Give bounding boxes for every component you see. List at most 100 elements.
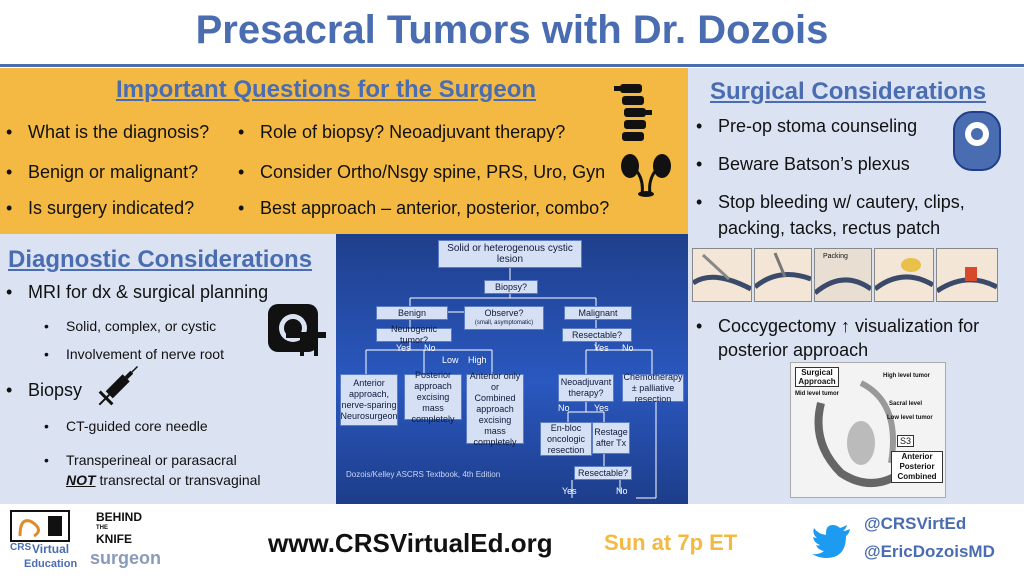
btk-line2: THE bbox=[96, 525, 108, 531]
figure-high-label: High level tumor bbox=[883, 373, 931, 379]
question-item: Is surgery indicated? bbox=[6, 198, 194, 219]
btk-line3: KNIFE bbox=[96, 532, 132, 546]
flow-combined-label: Combined approach excising mass complete… bbox=[473, 392, 517, 447]
flow-node-anterior: Anterior approach, nerve-sparing Neurosu… bbox=[340, 374, 398, 426]
flow-or-label: or bbox=[490, 381, 499, 392]
flow-node-neoadjuvant: Neoadjuvant therapy? bbox=[558, 374, 614, 402]
website-link[interactable]: www.CRSVirtualEd.org bbox=[268, 528, 553, 558]
flow-label-low: Low bbox=[442, 355, 459, 365]
flow-node-malignant: Malignant bbox=[564, 306, 632, 320]
flow-node-biopsy: Biopsy? bbox=[484, 280, 538, 294]
question-item: What is the diagnosis? bbox=[6, 122, 209, 143]
flow-node-restage: Restage after Tx bbox=[592, 422, 630, 454]
twitter-icon bbox=[812, 525, 850, 558]
surgical-approach-figure: Surgical Approach High level tumor Mid l… bbox=[790, 362, 946, 498]
question-item: Role of biopsy? Neoadjuvant therapy? bbox=[238, 122, 565, 143]
flow-node-enbloc: En-bloc oncologic resection bbox=[540, 422, 592, 456]
surgical-item: Pre-op stoma counseling bbox=[696, 116, 917, 137]
flow-node-resectable: Resectable? bbox=[562, 328, 632, 342]
flow-node-top: Solid or heterogenous cystic lesion bbox=[438, 240, 582, 268]
crs-logo-frame bbox=[10, 510, 70, 542]
surgical-heading: Surgical Considerations bbox=[710, 78, 987, 105]
surgeon-logo: surgeon bbox=[90, 548, 162, 568]
flow-anterior-only-label: Anterior only bbox=[469, 370, 521, 381]
flowchart-connectors bbox=[365, 268, 657, 499]
surgical-item-cont: posterior approach bbox=[718, 340, 869, 360]
figure-approach: Combined bbox=[897, 472, 937, 481]
surgical-item: Stop bleeding w/ cautery, clips, bbox=[696, 192, 965, 213]
flowchart-panel: Solid or heterogenous cystic lesion Biop… bbox=[336, 234, 688, 504]
spine-icon bbox=[614, 84, 652, 141]
figure-approaches: Anterior Posterior Combined bbox=[891, 451, 943, 483]
surgical-image bbox=[753, 248, 812, 302]
twitter-handle[interactable]: @EricDozoisMD bbox=[864, 542, 995, 561]
syringe-icon bbox=[98, 365, 139, 406]
crs-logo-line2: Virtual bbox=[32, 542, 70, 556]
flow-label-yes: Yes bbox=[396, 343, 411, 353]
behind-the-knife-logo: BEHIND THE KNIFE bbox=[96, 510, 143, 546]
figure-approach: Anterior bbox=[901, 452, 933, 461]
flow-label-no: No bbox=[616, 486, 628, 496]
flow-label-yes: Yes bbox=[594, 343, 609, 353]
question-item: Benign or malignant? bbox=[6, 162, 198, 183]
diagnostic-subitem: Solid, complex, or cystic bbox=[44, 318, 216, 334]
flow-label-yes: Yes bbox=[594, 403, 609, 413]
questions-panel: Important Questions for the Surgeon What… bbox=[0, 68, 688, 234]
flow-node-posterior: Posterior approach excising mass complet… bbox=[404, 370, 462, 424]
flow-label-no: No bbox=[622, 343, 634, 353]
flow-node-chemo: Chemotherapy ± palliative resection bbox=[622, 371, 684, 404]
not-emphasis: NOT bbox=[66, 472, 96, 488]
flow-node-benign: Benign bbox=[376, 306, 448, 320]
diagnostic-subitem: Involvement of nerve root bbox=[44, 346, 224, 362]
flow-label-high: High bbox=[468, 355, 487, 365]
surgical-image bbox=[691, 248, 753, 302]
questions-heading: Important Questions for the Surgeon bbox=[116, 76, 537, 103]
twitter-handle[interactable]: @CRSVirtEd bbox=[864, 514, 967, 533]
figure-low-label: Low level tumor bbox=[887, 415, 933, 421]
schedule-text: Sun at 7p ET bbox=[604, 530, 738, 555]
footer: CRS Virtual Education BEHIND THE KNIFE s… bbox=[0, 504, 1024, 576]
stoma-bag-icon bbox=[953, 111, 1001, 171]
surgical-panel: Surgical Considerations Pre-op stoma cou… bbox=[688, 68, 1024, 504]
packing-label: Packing bbox=[823, 253, 848, 260]
diagnostic-panel: Diagnostic Considerations MRI for dx & s… bbox=[0, 234, 336, 504]
figure-sacral-label: Sacral level bbox=[889, 401, 923, 407]
surgical-item: Beware Batson’s plexus bbox=[696, 154, 910, 175]
diagnostic-subitem-cont: NOT transrectal or transvaginal bbox=[66, 472, 261, 488]
diagnostic-subitem: Transperineal or parasacral bbox=[44, 452, 237, 468]
diagnostic-subitem: CT-guided core needle bbox=[44, 418, 208, 434]
flow-node-neurogenic: Neurogenic tumor? bbox=[376, 324, 452, 345]
flow-label-yes: Yes bbox=[562, 486, 577, 496]
flow-observe-label: Observe? bbox=[484, 308, 524, 318]
flow-node-resectable2: Resectable? bbox=[574, 466, 632, 480]
crs-logo: CRS Virtual Education bbox=[10, 510, 80, 572]
flow-anterior-label: Anterior approach, nerve-sparing bbox=[341, 378, 397, 410]
title-divider bbox=[0, 64, 1024, 67]
crs-logo-line3: Education bbox=[24, 558, 78, 570]
surgical-item: Coccygectomy ↑ visualization for bbox=[696, 316, 979, 337]
question-item: Best approach – anterior, posterior, com… bbox=[238, 198, 609, 219]
flowchart-credit: Dozois/Kelley ASCRS Textbook, 4th Editio… bbox=[346, 470, 501, 479]
figure-approach: Posterior bbox=[899, 462, 935, 471]
surgical-image bbox=[873, 248, 935, 302]
diagnostic-item: Biopsy bbox=[6, 380, 82, 401]
diagnostic-heading: Diagnostic Considerations bbox=[8, 246, 313, 273]
figure-label: Surgical Approach bbox=[795, 367, 839, 387]
surgical-image: Packing bbox=[813, 248, 873, 302]
btk-line1: BEHIND bbox=[96, 510, 143, 524]
kidneys-icon bbox=[621, 154, 671, 197]
surgical-image bbox=[935, 248, 999, 302]
flow-label-no: No bbox=[558, 403, 570, 413]
flow-observe-sub: (small, asymptomatic) bbox=[474, 320, 534, 326]
figure-mid-label: Mid level tumor bbox=[795, 391, 840, 397]
crs-logo-line1: CRS bbox=[10, 542, 32, 553]
flow-node-observe: Observe? (small, asymptomatic) bbox=[464, 306, 544, 330]
surgical-item-cont: packing, tacks, rectus patch bbox=[718, 218, 941, 238]
mri-scanner-icon bbox=[268, 304, 326, 356]
figure-s3-label: S3 bbox=[897, 435, 915, 447]
flow-node-anterior-combined: Anterior only or Combined approach excis… bbox=[466, 370, 524, 447]
question-item: Consider Ortho/Nsgy spine, PRS, Uro, Gyn bbox=[238, 162, 605, 183]
diagnostic-subitem-text: transrectal or transvaginal bbox=[95, 472, 261, 488]
flow-neurosurgeon-label: Neurosurgeon bbox=[340, 411, 398, 421]
flow-label-no: No bbox=[424, 343, 436, 353]
